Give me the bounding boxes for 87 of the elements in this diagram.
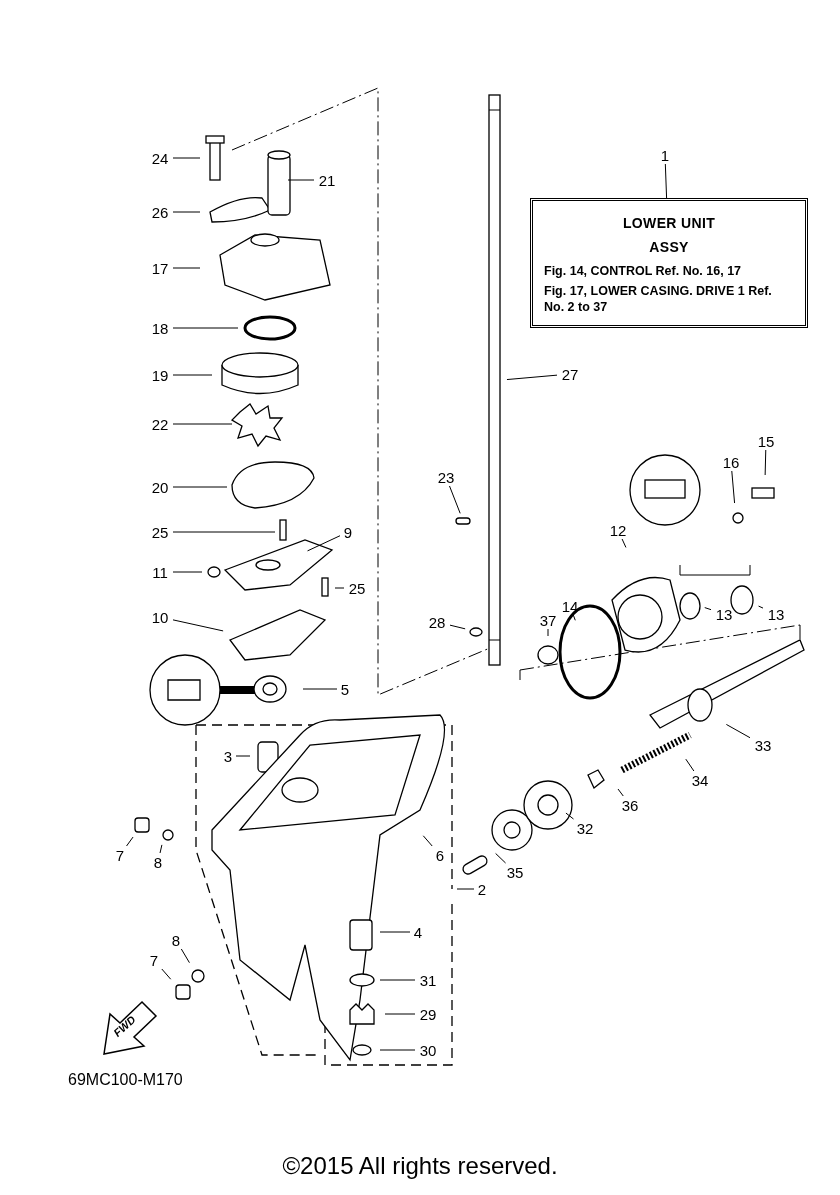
reference-note: Fig. 14, CONTROL Ref. No. 16, 17 [544, 263, 743, 279]
callout-number: 13 [767, 606, 785, 622]
leader-line [456, 888, 475, 890]
callout-number: 19 [151, 367, 169, 383]
callout-number: 18 [151, 320, 169, 336]
leader-line [664, 163, 668, 199]
callout-number: 4 [413, 924, 423, 940]
leader-line [126, 836, 134, 847]
callout-number: 13 [715, 606, 733, 622]
leader-line [384, 1013, 416, 1015]
leader-line [334, 587, 345, 589]
callout-number: 1 [660, 147, 670, 163]
callout-number: 24 [151, 150, 169, 166]
callout-number: 37 [539, 612, 557, 628]
callout-number: 35 [506, 864, 524, 880]
callout-number: 8 [171, 932, 181, 948]
leader-line [172, 619, 224, 632]
callout-number: 3 [223, 748, 233, 764]
leader-line [172, 531, 276, 533]
callout-number: 29 [419, 1006, 437, 1022]
title-box [530, 198, 808, 328]
leader-line [725, 723, 751, 739]
callout-number: 30 [419, 1042, 437, 1058]
callout-number: 6 [435, 847, 445, 863]
leader-line [161, 968, 172, 980]
callout-number: 15 [757, 433, 775, 449]
callout-number: 36 [621, 797, 639, 813]
callout-number: 34 [691, 772, 709, 788]
leader-line [287, 179, 315, 181]
leader-line [422, 835, 433, 847]
copyright-notice: ©2015 All rights reserved. [281, 1151, 559, 1181]
callout-number: 26 [151, 204, 169, 220]
callout-number: 23 [437, 469, 455, 485]
leader-line [764, 449, 767, 476]
box-heading: LOWER UNIT ASSY [621, 214, 717, 257]
callout-number: 25 [348, 580, 366, 596]
leader-line [180, 948, 190, 964]
callout-number: 5 [340, 681, 350, 697]
callout-number: 25 [151, 524, 169, 540]
leader-line [731, 470, 736, 504]
callout-number: 7 [115, 847, 125, 863]
callout-number: 33 [754, 737, 772, 753]
leader-line [172, 571, 203, 573]
leader-line [159, 844, 163, 854]
leader-line [172, 211, 201, 213]
callout-number: 2 [477, 881, 487, 897]
leader-line [172, 327, 239, 329]
leader-line [621, 538, 627, 548]
leader-line [547, 628, 549, 637]
leader-line [685, 758, 695, 772]
callout-number: 12 [609, 522, 627, 538]
callout-number: 10 [151, 609, 169, 625]
reference-note: Fig. 17, LOWER CASING. DRIVE 1 Ref. No. 2 to 37 [544, 283, 773, 315]
leader-line [495, 852, 507, 864]
leader-line [565, 812, 574, 820]
leader-line [172, 157, 201, 159]
callout-number: 16 [722, 454, 740, 470]
leader-line [235, 755, 251, 757]
leader-line [172, 267, 201, 269]
leader-line [172, 423, 233, 425]
leader-line [758, 605, 764, 609]
leader-line [302, 688, 338, 690]
leader-line [449, 485, 461, 514]
callout-number: 8 [153, 854, 163, 870]
leader-line [379, 931, 411, 933]
leader-line [617, 788, 624, 797]
leader-line [172, 486, 228, 488]
part-code: 69MC100-M170 [68, 1070, 183, 1090]
callout-number: 22 [151, 416, 169, 432]
callout-number: 17 [151, 260, 169, 276]
callout-number: 7 [149, 952, 159, 968]
leader-line [379, 1049, 416, 1051]
callout-number: 32 [576, 820, 594, 836]
leader-line [506, 374, 558, 381]
callout-number: 20 [151, 479, 169, 495]
callout-number: 31 [419, 972, 437, 988]
callout-number: 27 [561, 366, 579, 382]
leader-line [704, 607, 712, 611]
callout-number: 9 [343, 524, 353, 540]
leader-line [307, 535, 341, 552]
leader-line [572, 614, 576, 621]
leader-line [379, 979, 416, 981]
leader-line [449, 624, 466, 630]
callout-number: 11 [152, 564, 168, 580]
leader-line [172, 374, 213, 376]
callout-number: 21 [318, 172, 336, 188]
callout-number: 28 [428, 614, 446, 630]
